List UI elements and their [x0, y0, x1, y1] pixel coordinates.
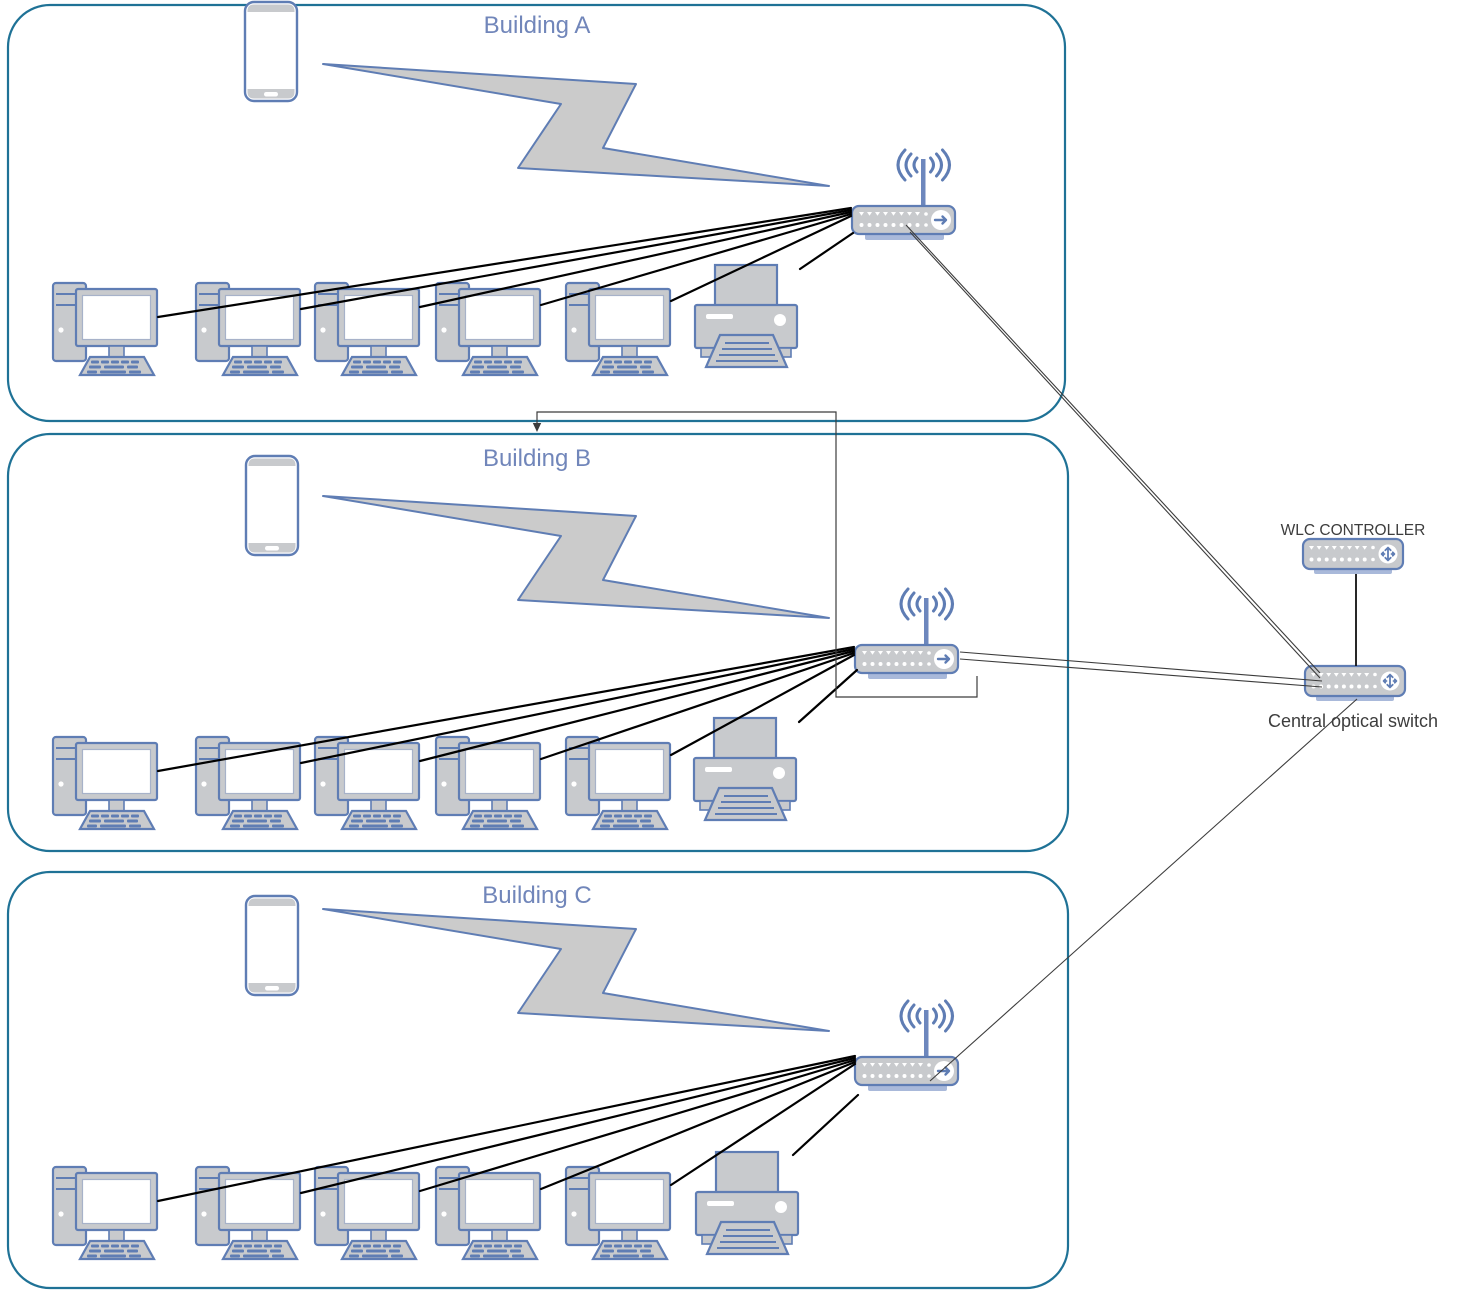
uplink-building-a [905, 224, 1321, 679]
computer-row [53, 1167, 670, 1259]
lan-cables-building-a [156, 206, 855, 319]
smartphone-icon [244, 454, 300, 557]
wlc-controller-icon [1301, 537, 1405, 576]
building-c-title: Building C [482, 882, 592, 909]
wlc-controller-label: WLC CONTROLLER [1280, 522, 1426, 539]
lan-cables-building-c [156, 1054, 860, 1203]
smartphone-icon [244, 894, 300, 997]
lan-cables-building-b [156, 645, 859, 773]
smartphone-icon [243, 0, 299, 103]
central-optical-switch-label: Central optical switch [1267, 711, 1439, 731]
building-b-title: Building B [482, 445, 592, 472]
building-b-connector [532, 411, 978, 698]
building-a-title: Building A [483, 12, 591, 39]
central-optical-switch-icon [1303, 664, 1407, 703]
uplink-building-c [929, 698, 1358, 1082]
uplink-building-b [959, 651, 1323, 688]
computer-row [53, 283, 670, 375]
